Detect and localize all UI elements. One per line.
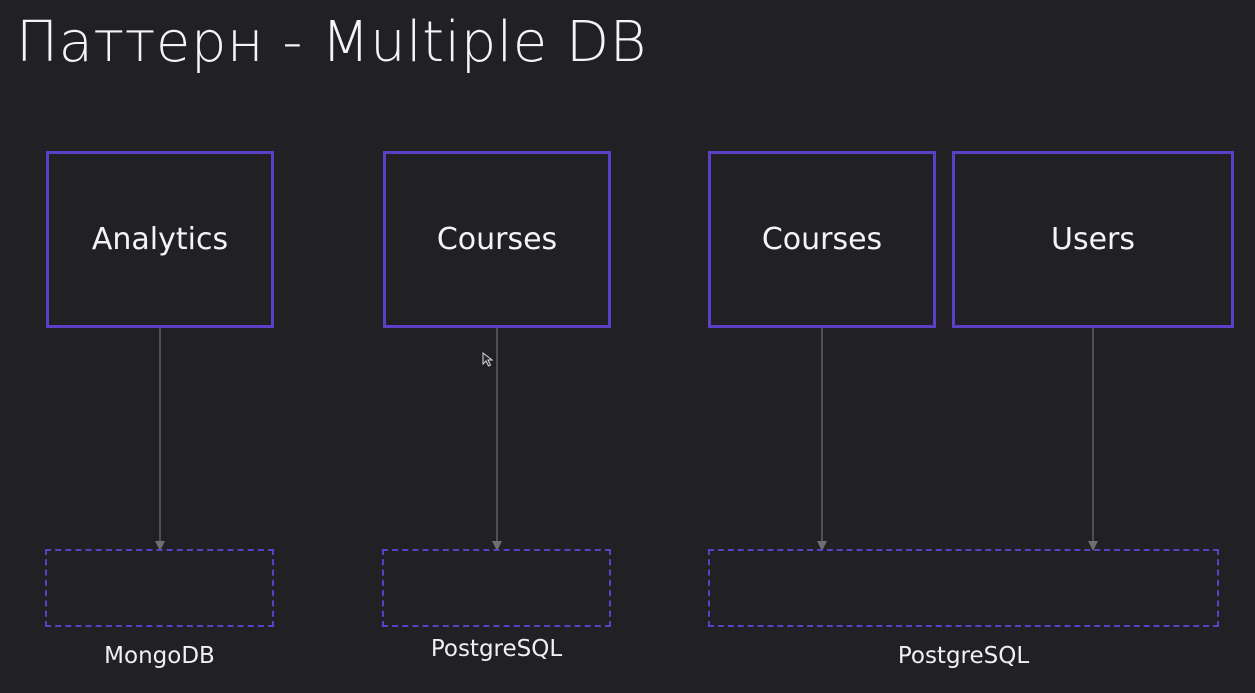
service-label: Analytics bbox=[91, 222, 229, 257]
service-analytics: Analytics bbox=[46, 151, 274, 328]
database-postgresql-shared bbox=[708, 549, 1219, 627]
database-postgresql-1 bbox=[382, 549, 611, 627]
service-label: Users bbox=[1050, 222, 1135, 257]
service-label: Courses bbox=[436, 222, 558, 257]
service-label: Courses bbox=[761, 222, 883, 257]
page-title: Паттерн - Multiple DB bbox=[16, 10, 647, 75]
service-courses-2: Courses bbox=[708, 151, 936, 328]
service-users: Users bbox=[952, 151, 1234, 328]
service-courses-1: Courses bbox=[383, 151, 611, 328]
database-label-mongodb: MongoDB bbox=[104, 643, 215, 669]
mouse-pointer-icon bbox=[482, 352, 494, 367]
database-label-postgresql-1: PostgreSQL bbox=[430, 636, 563, 662]
database-mongodb bbox=[45, 549, 274, 627]
database-label-postgresql-shared: PostgreSQL bbox=[897, 643, 1030, 669]
